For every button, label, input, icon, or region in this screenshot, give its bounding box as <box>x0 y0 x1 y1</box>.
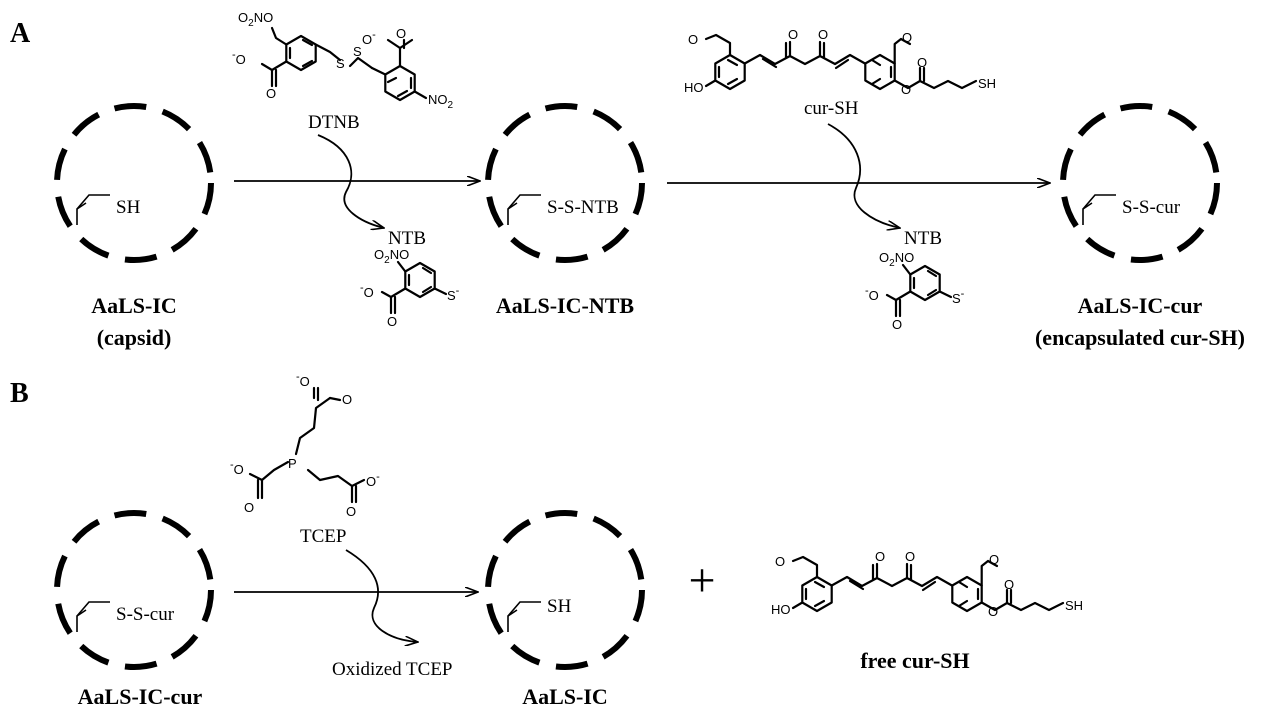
capsid-name: AaLS-IC-cur <box>78 684 203 709</box>
reagent-cur-sh: cur-SH <box>804 98 859 119</box>
capsid-shell <box>57 106 211 260</box>
capsid-shell <box>1063 106 1217 260</box>
reagent-dtnb: DTNB <box>308 112 360 133</box>
capsid-subtitle: (encapsulated cur-SH) <box>1035 325 1245 350</box>
carboxylate-o-label: -O <box>296 371 310 389</box>
ntb-structure <box>863 248 966 334</box>
capsid-name: AaLS-IC <box>522 684 608 709</box>
panel-b-label: B <box>10 378 29 409</box>
capsid-shell <box>488 106 642 260</box>
disulfide-s-label: S <box>336 56 345 71</box>
capsid-name: AaLS-IC-cur <box>1078 293 1203 318</box>
cur-sh-structure <box>682 25 998 99</box>
disulfide-s-label: S <box>353 44 362 59</box>
dtnb-structure: O2NO -O O S S O O- NO2 <box>232 10 454 111</box>
panel-a-label: A <box>10 18 31 49</box>
tcep-structure: P -O O -O O O O- <box>230 371 380 519</box>
carboxylate-o-label: O- <box>366 471 380 489</box>
carbonyl-o-label: O <box>396 26 406 41</box>
phosphorus-label: P <box>288 456 297 471</box>
capsid-name: AaLS-IC-NTB <box>496 293 634 318</box>
product-name: free cur-SH <box>860 648 969 673</box>
capsid-subtitle: (capsid) <box>97 325 172 350</box>
curved-arrow <box>317 134 384 228</box>
reagent-tcep: TCEP <box>300 526 346 547</box>
capsid-name: AaLS-IC <box>91 293 177 318</box>
nitro-label: NO2 <box>428 92 454 111</box>
curved-arrow <box>345 549 418 642</box>
thiol-label: SH <box>547 596 572 617</box>
carbonyl-o-label: O <box>342 392 352 407</box>
capsid-shell <box>488 513 642 667</box>
carboxylate-o-label: -O <box>230 459 244 477</box>
curved-arrow <box>827 123 900 228</box>
byproduct-ntb: NTB <box>904 228 942 249</box>
thiol-label: SH <box>116 197 141 218</box>
capsid-shell <box>57 513 211 667</box>
plus-sign: + <box>688 554 715 607</box>
nitro-label: O2NO <box>238 10 273 29</box>
carboxylate-o-label: -O <box>232 49 246 67</box>
cur-sh-structure <box>769 547 1085 621</box>
carbonyl-o-label: O <box>244 500 254 515</box>
thiol-label: S-S-NTB <box>547 197 619 218</box>
thiol-label: S-S-cur <box>116 604 175 625</box>
ntb-structure <box>358 245 461 331</box>
thiol-label: S-S-cur <box>1122 197 1181 218</box>
byproduct-ntb: NTB <box>388 228 426 249</box>
byproduct-oxidized-tcep: Oxidized TCEP <box>332 659 453 680</box>
carbonyl-o-label: O <box>346 504 356 519</box>
carboxylate-o-label: O- <box>362 29 376 47</box>
carbonyl-o-label: O <box>266 86 276 101</box>
